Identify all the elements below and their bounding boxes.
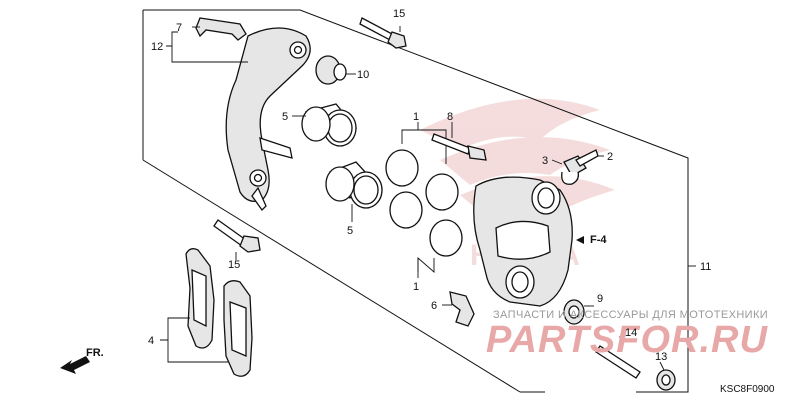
bolt-upper xyxy=(359,17,407,49)
callout-15-upper: 15 xyxy=(393,8,405,20)
direction-label: FR. xyxy=(86,347,104,359)
pad-retainer xyxy=(442,291,475,327)
callout-14: 14 xyxy=(625,327,637,339)
pin-boot xyxy=(315,55,356,85)
callout-1-upper: 1 xyxy=(413,111,419,123)
ref-label: F-4 xyxy=(590,234,607,246)
callout-12: 12 xyxy=(151,41,163,53)
callout-9: 9 xyxy=(597,293,603,305)
front-direction-arrow-icon xyxy=(60,356,90,374)
callout-7: 7 xyxy=(176,22,182,34)
callout-5-upper: 5 xyxy=(282,111,288,123)
diagram-code: KSC8F0900 xyxy=(720,384,775,395)
pin-plug xyxy=(656,361,676,391)
bolt-lower xyxy=(213,219,261,260)
callout-6: 6 xyxy=(431,300,437,312)
callout-1-lower: 1 xyxy=(413,281,419,293)
piston-seals xyxy=(385,129,463,278)
callout-10: 10 xyxy=(357,69,369,81)
callout-13: 13 xyxy=(655,351,667,363)
watermark-logo: PARTSFOR.RU xyxy=(486,319,768,361)
watermark-tagline: ЗАПЧАСТИ И АКСЕССУАРЫ ДЛЯ МОТОТЕХНИКИ xyxy=(493,309,768,321)
caliper-piston-lower xyxy=(325,161,383,222)
callout-3: 3 xyxy=(542,155,548,167)
pad-spring-clip xyxy=(192,17,247,41)
callout-4: 4 xyxy=(148,335,154,347)
assembly-frame xyxy=(142,9,689,393)
caliper-body xyxy=(473,176,584,307)
callout-15-lower: 15 xyxy=(228,259,240,271)
brake-pads xyxy=(160,248,253,377)
callout-5-lower: 5 xyxy=(347,225,353,237)
callout-2: 2 xyxy=(607,151,613,163)
pad-pin xyxy=(595,336,641,379)
callout-11: 11 xyxy=(700,261,711,273)
caliper-bracket xyxy=(225,27,311,212)
caliper-piston-upper xyxy=(292,103,358,147)
leader-12-7 xyxy=(166,31,178,47)
bleeder-valve xyxy=(551,149,604,185)
callout-8: 8 xyxy=(447,111,453,123)
leader-12 xyxy=(171,46,248,63)
slide-pin xyxy=(431,122,487,161)
dust-boot xyxy=(563,299,594,325)
